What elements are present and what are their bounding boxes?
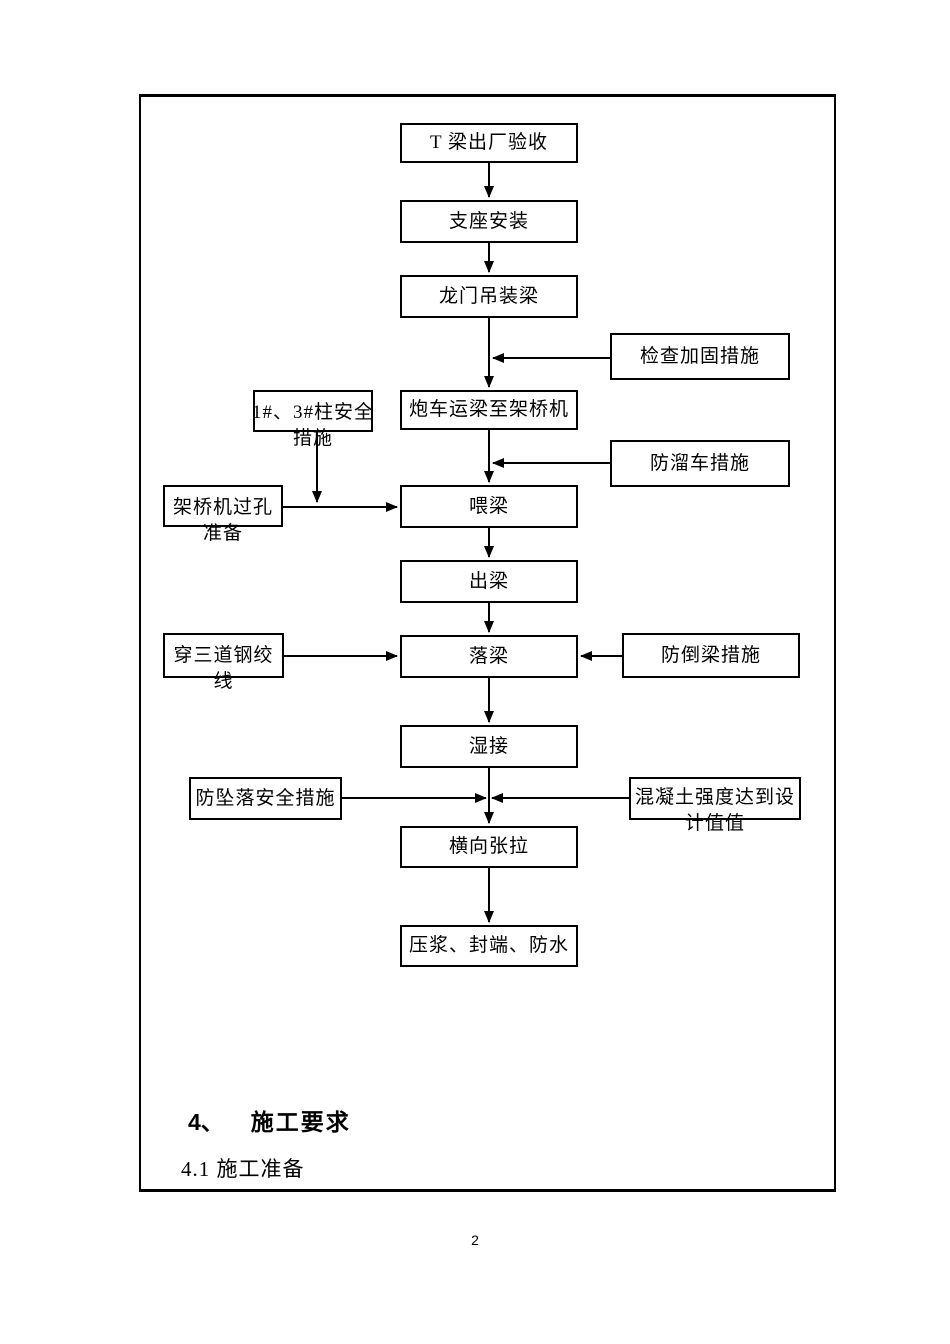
flow-step-label: 支座安装 [448, 210, 529, 232]
subsection-heading: 4.1 施工准备 [181, 1157, 305, 1181]
side-box-check-reinforcement-measures: 检查加固措施 [610, 333, 790, 380]
flow-step-label: T 梁出厂验收 [429, 132, 548, 153]
side-box-label: 防坠落安全措施 [195, 787, 336, 809]
section-title: 施工要求 [250, 1109, 351, 1135]
flow-step-out-beam: 出梁 [400, 560, 578, 603]
flow-step-lower-beam: 落梁 [400, 635, 578, 678]
side-box-strand-threading: 穿三道钢绞 线 [163, 633, 284, 692]
side-box-label: 防倒梁措施 [660, 644, 761, 666]
side-box-label-line1: 混凝土强度达到设 [634, 787, 795, 808]
flow-step-transverse-tensioning: 横向张拉 [400, 826, 578, 868]
side-box-bridge-machine-pass-preparation: 架桥机过孔 准备 [163, 485, 283, 544]
flow-step-wet-joint: 湿接 [400, 725, 578, 768]
flow-step-grouting-sealing-waterproofing: 压浆、封端、防水 [400, 925, 578, 967]
section-heading: 4、施工要求 [188, 1103, 351, 1137]
side-box-anti-fall-safety-measures: 防坠落安全措施 [189, 777, 342, 820]
side-box-anti-rollaway-measures: 防溜车措施 [610, 440, 790, 487]
flow-step-label: 湿接 [468, 735, 509, 757]
side-box-label: 防溜车措施 [649, 452, 750, 474]
side-box-label-line1: 架桥机过孔 [172, 497, 273, 518]
flow-step-tbeam-factory-inspection: T 梁出厂验收 [400, 123, 578, 163]
side-box-label-line2: 计值值 [684, 813, 745, 834]
side-box-label-line2: 准备 [202, 523, 243, 544]
flow-step-label: 压浆、封端、防水 [408, 935, 569, 956]
side-box-pillar-safety-measures: 1#、3#柱安全 措施 [252, 390, 375, 449]
side-box-label-line2: 线 [213, 671, 234, 692]
flow-step-label: 喂梁 [468, 495, 509, 517]
flow-step-label: 炮车运梁至架桥机 [408, 399, 569, 420]
page-number: 2 [471, 1232, 479, 1248]
side-box-concrete-strength-reached: 混凝土强度达到设 计值值 [629, 777, 801, 834]
side-box-label-line1: 1#、3#柱安全 [252, 402, 375, 423]
side-box-label: 检查加固措施 [639, 345, 760, 367]
section-number: 4、 [188, 1109, 224, 1135]
flow-step-label: 横向张拉 [448, 836, 529, 857]
flow-step-truck-transport-to-erector: 炮车运梁至架桥机 [400, 390, 578, 430]
flow-step-label: 龙门吊装梁 [438, 285, 539, 307]
side-box-anti-overturn-measures: 防倒梁措施 [622, 633, 800, 678]
flow-step-feed-beam: 喂梁 [400, 485, 578, 528]
flow-step-bearing-installation: 支座安装 [400, 200, 578, 243]
flow-step-label: 落梁 [468, 645, 509, 667]
flow-step-gantry-crane-lifting: 龙门吊装梁 [400, 275, 578, 318]
side-box-label-line1: 穿三道钢绞 [173, 645, 274, 666]
side-box-label-line2: 措施 [292, 428, 333, 449]
flow-step-label: 出梁 [468, 570, 509, 592]
